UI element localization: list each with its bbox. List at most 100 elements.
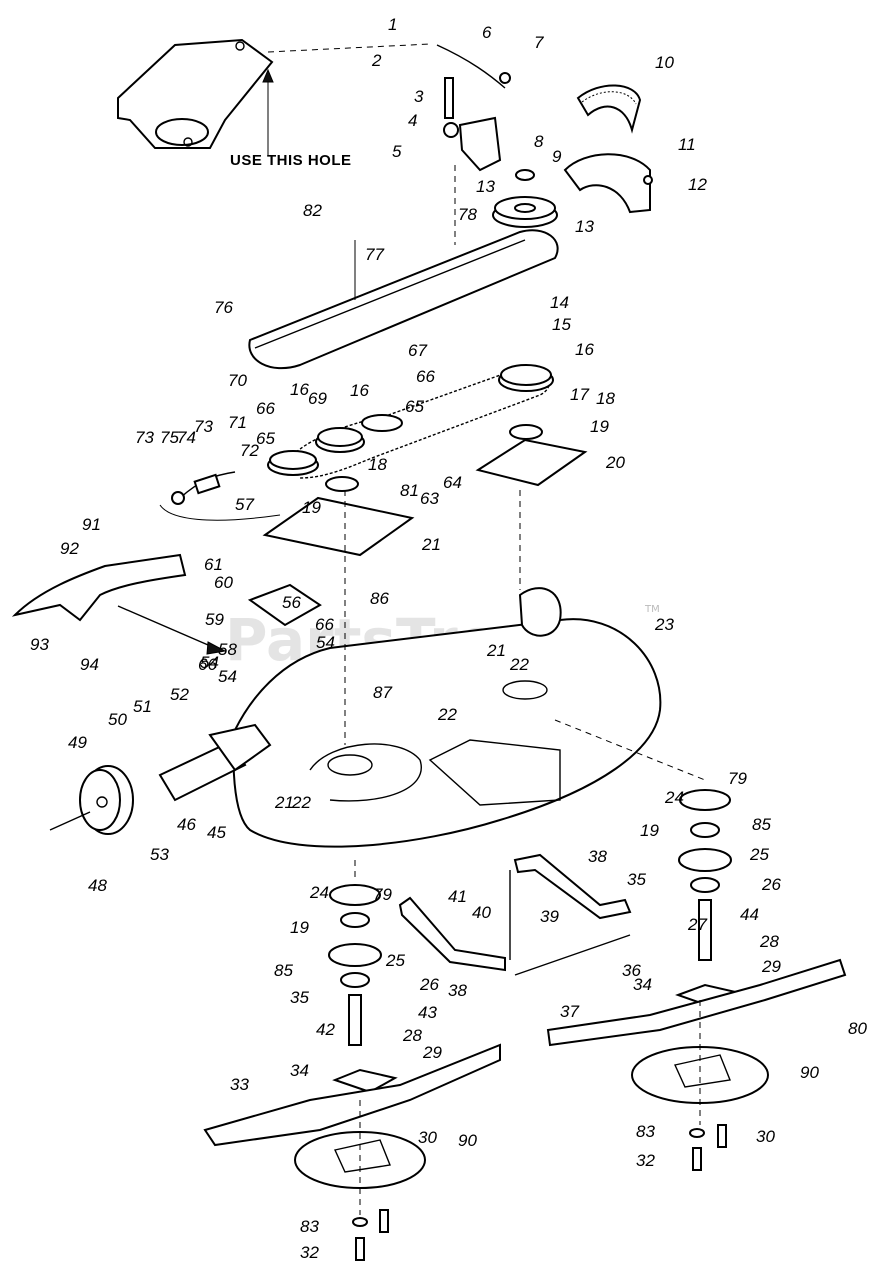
callout-label: 85	[752, 815, 771, 834]
callout-label: 11	[678, 135, 696, 154]
callout-label: 94	[80, 655, 99, 674]
callout-label: 67	[408, 341, 427, 360]
callout-label: 28	[759, 932, 779, 951]
left-bolts	[352, 1209, 389, 1261]
callout-label: 33	[230, 1075, 249, 1094]
callout-label: 56	[282, 593, 301, 612]
callout-label: 51	[133, 697, 152, 716]
callout-label: 92	[60, 539, 79, 558]
callout-label: 42	[316, 1020, 335, 1039]
callout-label: 13	[575, 217, 594, 236]
callout-label: 21	[421, 535, 441, 554]
callout-label: 48	[88, 876, 107, 895]
callout-label: 72	[240, 441, 259, 460]
callout-label: 83	[300, 1217, 319, 1236]
callout-label: 12	[688, 175, 707, 194]
callout-label: 66	[256, 399, 275, 418]
callout-label: 29	[422, 1043, 442, 1062]
callout-label: 8	[534, 132, 544, 151]
callout-label: 54	[316, 633, 335, 652]
callout-label: 58	[218, 640, 237, 659]
callout-label: 43	[418, 1003, 437, 1022]
callout-label: 53	[150, 845, 169, 864]
assembly-guides	[344, 490, 706, 1215]
callout-label: 34	[290, 1061, 309, 1080]
callout-label: 78	[458, 205, 477, 224]
right-blade-80	[546, 958, 847, 1047]
callout-label: 83	[636, 1122, 655, 1141]
callout-label: 18	[368, 455, 387, 474]
callout-label: 19	[590, 417, 609, 436]
callout-label: 13	[476, 177, 495, 196]
callout-label: 54	[218, 667, 237, 686]
wheel-49	[49, 765, 134, 835]
callout-labels: 1 2 3 4 5 6 7 8 9 10 11 12 13 13 14 15 1…	[30, 15, 867, 1262]
callout-label: 61	[204, 555, 223, 574]
callout-label: 57	[235, 495, 254, 514]
callout-label: 32	[636, 1151, 655, 1170]
callout-label: 19	[302, 498, 321, 517]
use-this-hole-note: USE THIS HOLE	[230, 152, 352, 169]
callout-label: 54	[200, 653, 219, 672]
callout-label: 35	[627, 870, 646, 889]
callout-label: 90	[458, 1131, 477, 1150]
callout-label: 63	[420, 489, 439, 508]
callout-label: 65	[256, 429, 275, 448]
bracket-top-left	[117, 38, 431, 155]
callout-label: 79	[373, 885, 392, 904]
callout-label: 38	[588, 847, 607, 866]
callout-label: 50	[108, 710, 127, 729]
callout-label: 23	[654, 615, 674, 634]
callout-label: 21	[486, 641, 506, 660]
plate-63	[262, 496, 415, 557]
callout-label: 1	[388, 15, 397, 34]
callout-label: 73	[135, 428, 154, 447]
callout-label: 21	[274, 793, 294, 812]
callout-label: 76	[214, 298, 233, 317]
callout-label: 24	[664, 788, 684, 807]
callout-label: 39	[540, 907, 559, 926]
callout-label: 24	[309, 883, 329, 902]
callout-label: 16	[290, 380, 309, 399]
callout-label: 19	[640, 821, 659, 840]
callout-label: 64	[443, 473, 462, 492]
callout-label: 10	[655, 53, 674, 72]
callout-label: 45	[207, 823, 226, 842]
callout-label: 90	[800, 1063, 819, 1082]
callout-label: 16	[575, 340, 594, 359]
deck-housing-23	[232, 587, 662, 848]
callout-label: 19	[290, 918, 309, 937]
callout-label: 2	[371, 51, 382, 70]
right-spindle-assembly	[675, 789, 743, 1010]
callout-label: 20	[605, 453, 625, 472]
callout-label: 60	[214, 573, 233, 592]
belt-guard-10	[576, 84, 642, 134]
idler-arm-assembly	[436, 44, 511, 245]
callout-label: 26	[761, 875, 781, 894]
callout-label: 59	[205, 610, 224, 629]
callout-label: 26	[419, 975, 439, 994]
callout-label: 18	[596, 389, 615, 408]
watermark-tm: TM	[644, 604, 660, 615]
callout-label: 85	[274, 961, 293, 980]
callout-label: 77	[365, 245, 384, 264]
callout-label: 29	[761, 957, 781, 976]
callout-label: 22	[291, 793, 311, 812]
bracket-59	[247, 583, 322, 627]
callout-label: 91	[82, 515, 101, 534]
plate-20	[475, 438, 588, 487]
callout-label: 4	[408, 111, 417, 130]
callout-label: 41	[448, 887, 467, 906]
lift-arms	[398, 853, 632, 976]
callout-label: 65	[405, 397, 424, 416]
callout-label: 81	[400, 481, 419, 500]
callout-label: 22	[509, 655, 529, 674]
callout-label: 46	[177, 815, 196, 834]
callout-label: 3	[414, 87, 424, 106]
right-bolts	[689, 1124, 727, 1171]
callout-label: 71	[228, 413, 247, 432]
pulley-belt-system	[267, 364, 554, 492]
callout-label: 30	[756, 1127, 775, 1146]
callout-label: 79	[728, 769, 747, 788]
